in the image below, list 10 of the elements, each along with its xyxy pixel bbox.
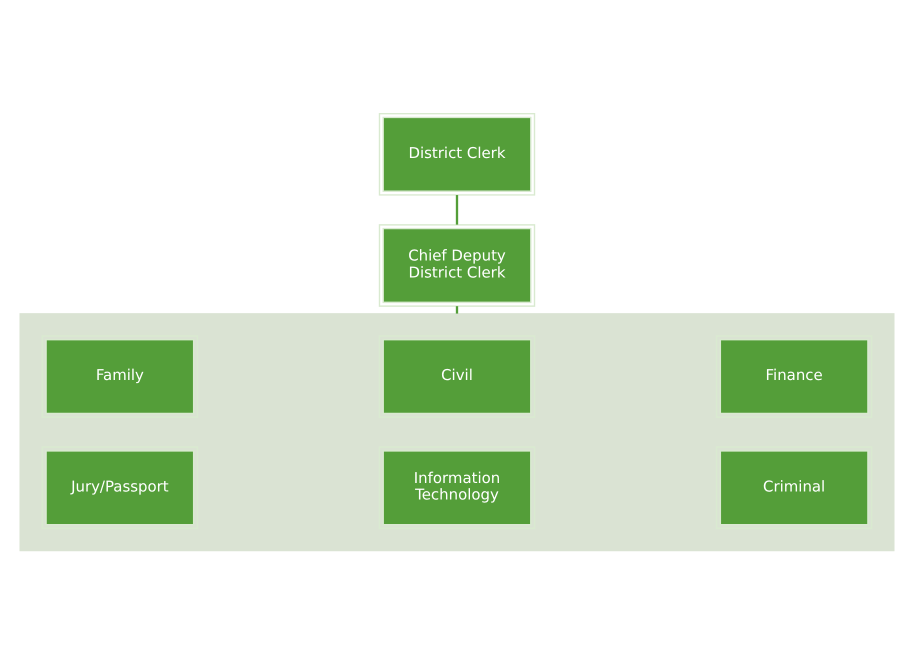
node-box: Jury/Passport (42, 446, 198, 529)
node-box: Family (42, 334, 198, 418)
node-box: Chief Deputy District Clerk (378, 224, 536, 306)
node-box: District Clerk (378, 112, 536, 196)
node-box: Civil (378, 334, 536, 418)
connector (456, 194, 458, 224)
node-box: Information Technology (378, 446, 536, 529)
node-box: Criminal (716, 446, 872, 529)
cluster (19, 312, 895, 551)
node-box: Finance (716, 334, 872, 418)
